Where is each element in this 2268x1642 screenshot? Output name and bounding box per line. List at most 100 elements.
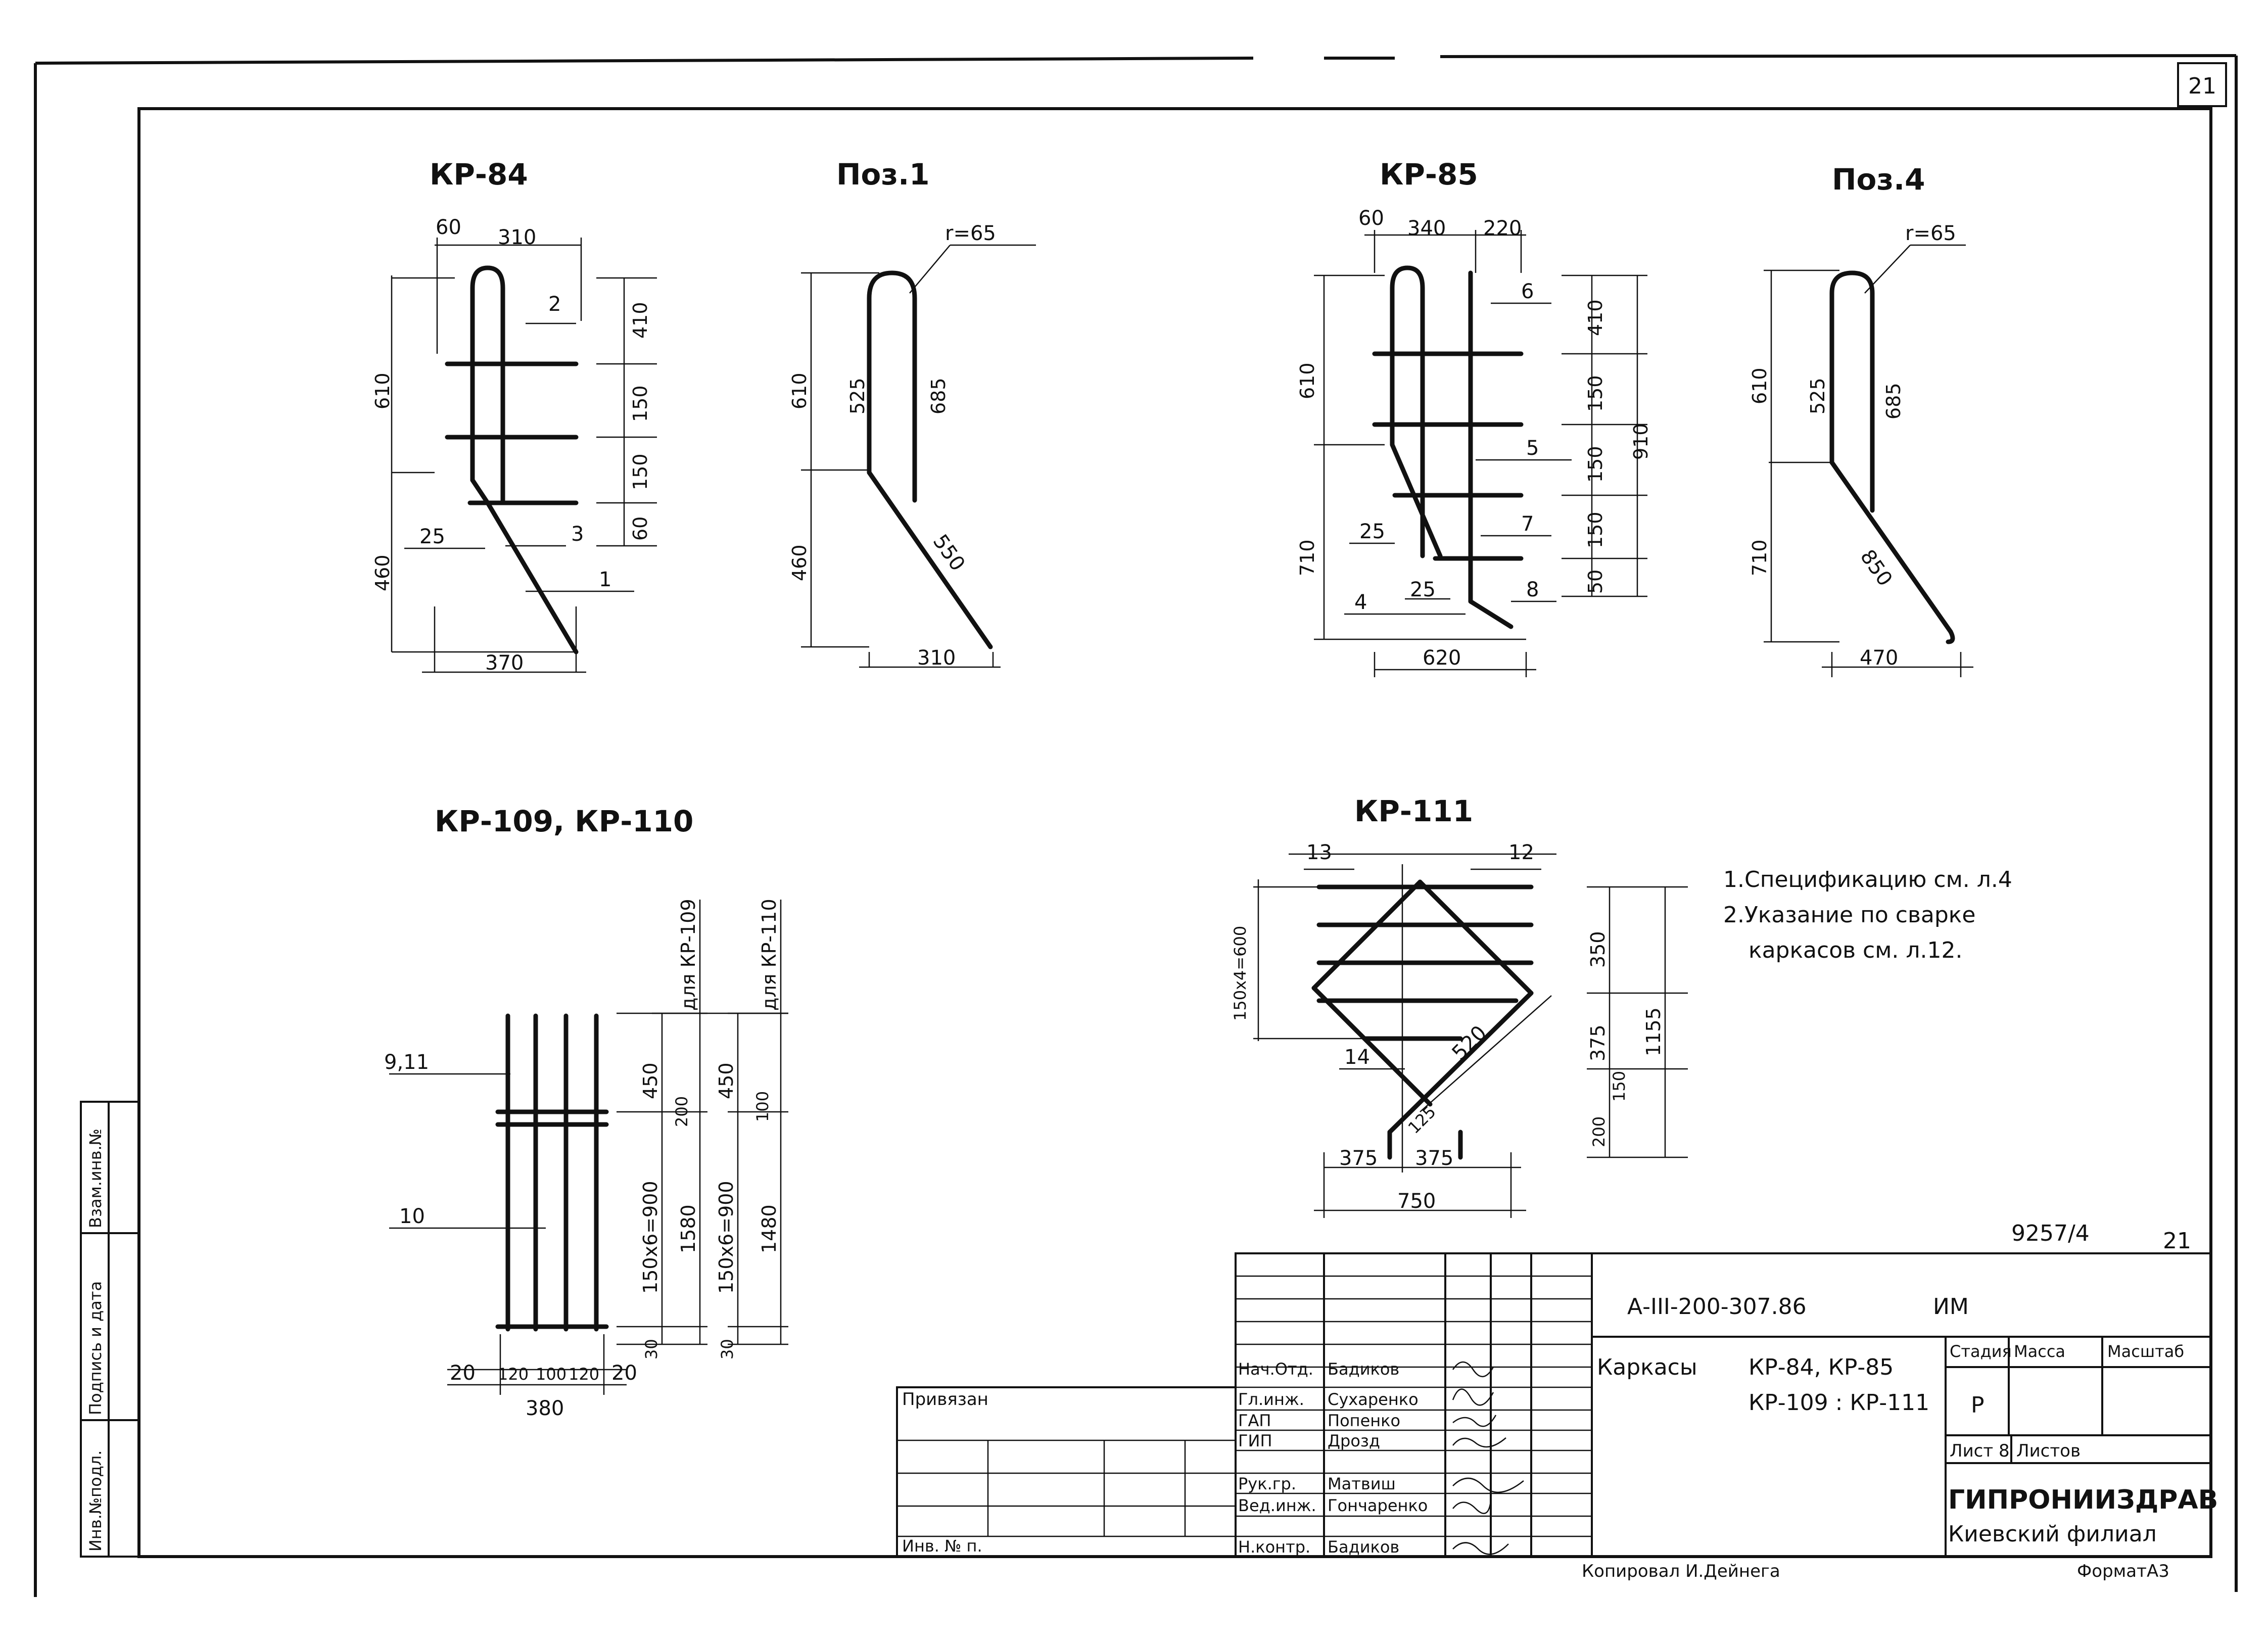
- poz1-dim-610: 610: [788, 372, 811, 409]
- kr85-pos-8: 8: [1526, 578, 1539, 601]
- tb-role-3: ГАП: [1238, 1411, 1271, 1430]
- frame-top-left: [35, 57, 1254, 65]
- kr85-dim-150a: 150: [1584, 375, 1606, 412]
- tb-role-7: Н.контр.: [1238, 1537, 1310, 1557]
- poz4-dim-525: 525: [1807, 378, 1829, 414]
- tb-name-3: Попенко: [1328, 1411, 1400, 1430]
- side-stamp-label-3: Инв.№подл.: [86, 1450, 105, 1552]
- kr111-dim-375b: 375: [1415, 1147, 1453, 1170]
- tb-inv: Инв. № п.: [902, 1536, 982, 1556]
- kr84-drawing: [391, 238, 657, 673]
- kr84-dim-150a: 150: [629, 385, 651, 422]
- kr109-pos-911: 9,11: [384, 1051, 429, 1074]
- kr84-dim-60: 60: [436, 216, 461, 239]
- kr84-pos-1: 1: [599, 568, 611, 591]
- kr111-dim-375: 375: [1587, 1024, 1609, 1061]
- tb-scale-header: Масштаб: [2107, 1342, 2184, 1361]
- kr109-dim-100: 100: [536, 1365, 566, 1384]
- sheet-number-box: [2177, 62, 2227, 107]
- kr110-dim-450: 450: [715, 1062, 737, 1099]
- side-stamp-label-2: Подпись и дата: [86, 1281, 105, 1415]
- tb-role-6: Вед.инж.: [1238, 1496, 1316, 1515]
- tb-name-5: Матвиш: [1328, 1474, 1396, 1493]
- poz4-dim-850: 850: [1856, 545, 1897, 590]
- tb-role-1: Нач.Отд.: [1238, 1359, 1313, 1379]
- tb-name-4: Дрозд: [1328, 1431, 1380, 1450]
- kr109-for-label: для КР-109: [677, 899, 699, 1011]
- tb-name-6: Гончаренко: [1328, 1496, 1428, 1515]
- kr109-title: КР-109, КР-110: [435, 804, 693, 838]
- kr109-dim-450: 450: [639, 1062, 662, 1099]
- kr109-pos-10: 10: [399, 1205, 425, 1228]
- tb-format: ФорматА3: [2077, 1561, 2169, 1581]
- kr109-dim-20b: 20: [611, 1362, 637, 1385]
- tb-object-label: Каркасы: [1597, 1354, 1697, 1380]
- tb-role-2: Гл.инж.: [1238, 1390, 1304, 1409]
- side-stamp-label-1: Взам.инв.№: [86, 1129, 105, 1228]
- kr111-dim-125: 125: [1404, 1102, 1440, 1138]
- kr109-drawing: [389, 900, 788, 1395]
- kr85-pos-4: 4: [1354, 591, 1367, 614]
- tb-name-1: Бадиков: [1328, 1359, 1399, 1379]
- kr110-dim-1480: 1480: [758, 1204, 780, 1253]
- tb-role-4: ГИП: [1238, 1431, 1272, 1450]
- kr111-drawing: [1253, 853, 1688, 1218]
- tb-name-7: Бадиков: [1328, 1537, 1399, 1557]
- kr85-dim-220: 220: [1483, 217, 1522, 240]
- sheet-number-top: 21: [2188, 73, 2216, 99]
- signatures: [1452, 1361, 1524, 1555]
- kr85-dim-410: 410: [1584, 299, 1606, 336]
- kr110-dim-900: 150x6=900: [715, 1181, 737, 1294]
- kr85-dim-610: 610: [1296, 362, 1318, 399]
- kr85-dim-340: 340: [1407, 217, 1446, 240]
- kr111-dim-520: 520: [1448, 1021, 1492, 1065]
- kr109-dim-120b: 120: [569, 1365, 599, 1384]
- kr111-dim-1155: 1155: [1642, 1007, 1665, 1056]
- tb-copied: Копировал И.Дейнега: [1582, 1561, 1780, 1581]
- kr84-dim-310: 310: [498, 226, 536, 249]
- kr84-dim-25: 25: [419, 525, 445, 548]
- kr111-dim-200: 200: [1589, 1116, 1609, 1147]
- tb-im: ИМ: [1933, 1294, 1969, 1320]
- kr85-dim-150c: 150: [1584, 511, 1606, 548]
- kr109-dim-200: 200: [672, 1096, 691, 1127]
- poz1-dim-310: 310: [917, 646, 956, 670]
- poz1-drawing: [801, 244, 1036, 668]
- kr109-dim-20a: 20: [450, 1362, 476, 1385]
- tb-object-line1: КР-84, КР-85: [1749, 1354, 1894, 1380]
- poz4-title: Поз.4: [1832, 162, 1925, 197]
- poz4-dim-710: 710: [1749, 539, 1771, 576]
- kr85-dim-910: 910: [1630, 423, 1652, 460]
- kr84-dim-150b: 150: [629, 453, 651, 490]
- kr109-dim-1580: 1580: [677, 1204, 699, 1253]
- note-1: 1.Спецификацию см. л.4: [1723, 867, 2012, 893]
- kr85-dim-50: 50: [1584, 570, 1606, 594]
- tb-code: А-III-200-307.86: [1627, 1294, 1807, 1320]
- tb-stage-header: Стадия: [1950, 1342, 2012, 1361]
- poz4-radius: r=65: [1905, 222, 1956, 245]
- kr84-dim-370: 370: [485, 651, 524, 675]
- tb-mass-header: Масса: [2014, 1342, 2065, 1361]
- kr111-dim-350: 350: [1587, 931, 1609, 968]
- sheet-number-bottom: 21: [2163, 1228, 2191, 1254]
- kr85-dim-25b: 25: [1410, 578, 1436, 601]
- poz4-dim-685: 685: [1882, 383, 1905, 419]
- kr111-pos-13: 13: [1306, 841, 1332, 864]
- kr111-dim-150: 150: [1610, 1071, 1629, 1102]
- poz4-drawing: [1764, 244, 1973, 677]
- tb-org-name: ГИПРОНИИЗДРАВ: [1948, 1485, 2218, 1515]
- kr85-pos-7: 7: [1521, 512, 1534, 536]
- kr109-dim-380: 380: [526, 1397, 564, 1420]
- note-2: 2.Указание по сварке: [1723, 902, 1975, 928]
- frame-top-right: [1440, 54, 2237, 58]
- kr85-dim-150b: 150: [1584, 446, 1606, 483]
- kr109-dim-900: 150x6=900: [639, 1181, 662, 1294]
- kr85-title: КР-85: [1380, 157, 1478, 192]
- tb-org-branch: Киевский филиал: [1948, 1521, 2157, 1547]
- poz1-dim-525: 525: [846, 378, 869, 414]
- kr84-pos-3: 3: [571, 523, 584, 546]
- kr84-title: КР-84: [430, 157, 528, 192]
- kr84-dim-460: 460: [371, 554, 394, 591]
- poz4-dim-470: 470: [1860, 646, 1898, 670]
- tb-sheets-label: Листов: [2016, 1441, 2081, 1461]
